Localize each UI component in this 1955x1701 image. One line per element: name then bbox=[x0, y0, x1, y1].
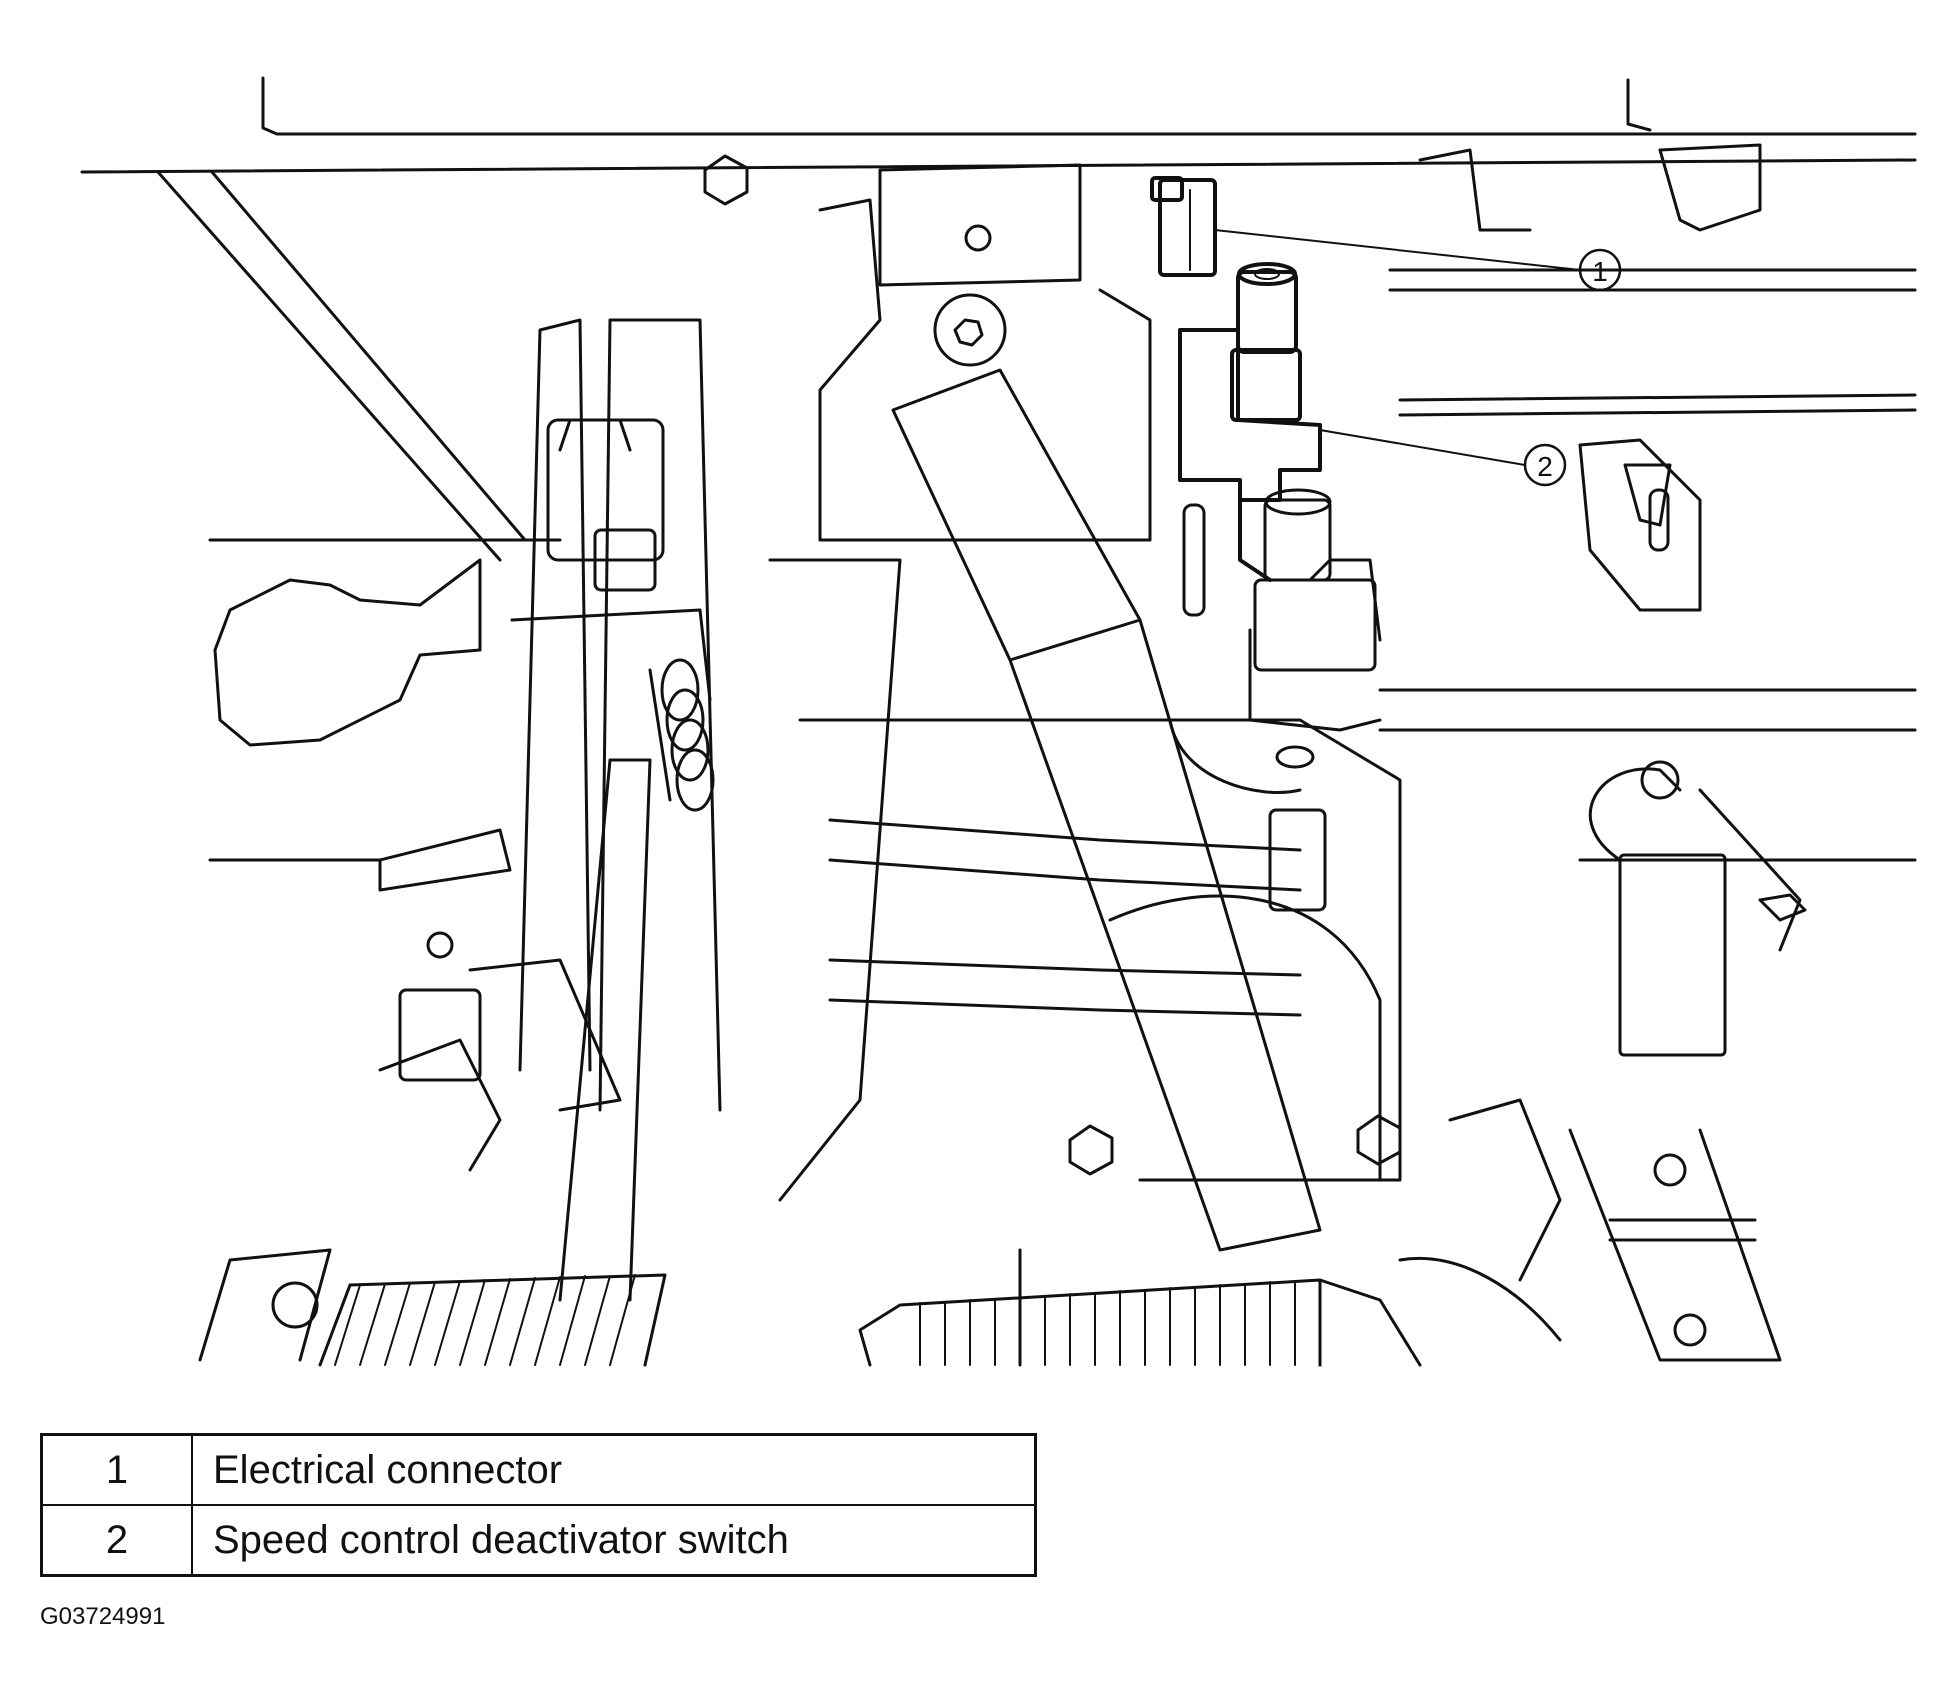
legend-number: 1 bbox=[40, 1433, 193, 1506]
figure-id: G03724991 bbox=[40, 1603, 166, 1630]
dashboard-panel bbox=[80, 76, 1917, 862]
callout-leaders bbox=[1214, 229, 1581, 466]
legend-description: Speed control deactivator switch bbox=[191, 1504, 1037, 1577]
electrical-connector bbox=[1150, 176, 1217, 277]
callout-legend-table: 1 Electrical connector 2 Speed control d… bbox=[40, 1433, 1037, 1577]
legend-description: Electrical connector bbox=[191, 1433, 1037, 1506]
left-bracket bbox=[213, 318, 722, 1172]
pedal-support-bracket bbox=[703, 154, 1402, 1202]
clutch-pedal bbox=[198, 758, 667, 1367]
return-spring bbox=[648, 658, 715, 812]
stop-lamp-switch bbox=[1168, 488, 1382, 912]
callout-1-number: 1 bbox=[1592, 256, 1608, 287]
callout-2-number: 2 bbox=[1537, 451, 1553, 482]
speed-control-deactivator-switch bbox=[1178, 262, 1322, 617]
brake-pedal bbox=[858, 293, 1422, 1367]
legend-row: 2 Speed control deactivator switch bbox=[40, 1504, 1037, 1577]
legend-number: 2 bbox=[40, 1504, 193, 1577]
right-side-components bbox=[1398, 143, 1807, 1362]
callout-2: 2 bbox=[1523, 443, 1567, 487]
callout-1: 1 bbox=[1578, 248, 1622, 292]
legend-row: 1 Electrical connector bbox=[40, 1433, 1037, 1506]
